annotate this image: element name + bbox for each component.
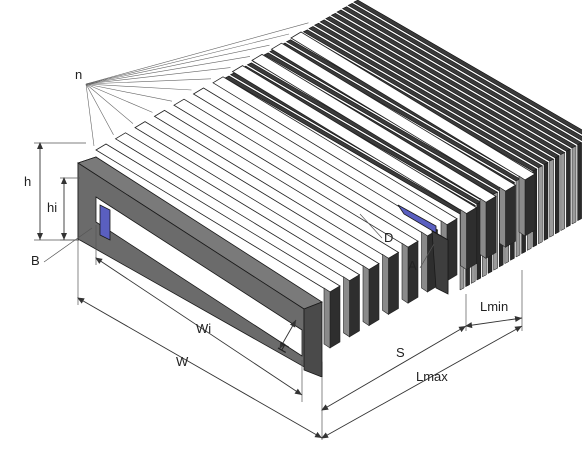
fold [114,132,361,338]
fold-side [466,207,477,271]
fold-side [349,274,360,338]
fold-side-light [401,242,409,304]
label-D: D [384,230,393,245]
fold-side-light [421,231,428,293]
label-A: A [408,258,417,273]
inner-guide-b [99,204,111,241]
compressed-fold-side [571,145,577,225]
compressed-fold-side [566,148,571,228]
fold-ray [85,44,270,85]
fold [290,31,536,237]
fold-ray [85,83,173,102]
fold-ray [85,56,251,85]
fold-side-light [479,197,487,259]
fold-side [524,173,536,237]
fold [251,53,497,259]
fold-side [505,184,516,248]
fold-ray [85,67,231,85]
compressed-fold-side [543,162,549,241]
label-S: S [396,345,405,360]
fold-ray [85,33,290,85]
fold-count-rays [85,22,309,147]
label-h: h [24,174,31,189]
fold-ray [85,83,192,91]
label-W: W [176,354,189,369]
label-hi: hi [47,200,57,215]
dimension-lines [37,142,523,439]
fold-side [446,218,458,282]
compressed-fold-side [560,152,566,232]
fold-side-light [499,186,506,248]
fold-side [368,263,380,327]
fold-side-light [460,209,467,271]
compressed-fold-top [347,3,582,142]
fold-ray [85,78,212,85]
fold [173,98,419,304]
label-n: n [75,67,82,82]
compressed-fold-side [577,142,582,222]
inner-guide-a [397,204,449,295]
fold [231,65,478,271]
fold [153,109,400,315]
compressed-fold-top [353,0,582,135]
fold-ray [85,83,134,124]
compressed-fold-side [538,165,543,245]
fold-side-light [382,253,389,315]
label-B: B [31,253,40,268]
fold-side-light [362,265,370,327]
label-Wi: Wi [196,321,211,336]
compressed-fold-side [554,155,560,235]
fold-side [388,251,399,315]
fold-side-light [343,276,350,338]
label-Lmin: Lmin [480,299,508,314]
fold-ray [85,83,153,113]
fold-ray [85,83,95,147]
fold-side [485,195,497,259]
label-Lmax: Lmax [416,369,448,384]
leader-lines [43,213,435,269]
fold-side [329,285,341,349]
fold-ray [85,83,114,135]
fold-side-light [518,175,526,237]
bellows-folds [95,31,536,349]
fold-ray [85,22,309,85]
compressed-fold-side [549,158,554,238]
fold [134,121,380,327]
fold [270,42,517,248]
fold-side-light [323,287,331,349]
